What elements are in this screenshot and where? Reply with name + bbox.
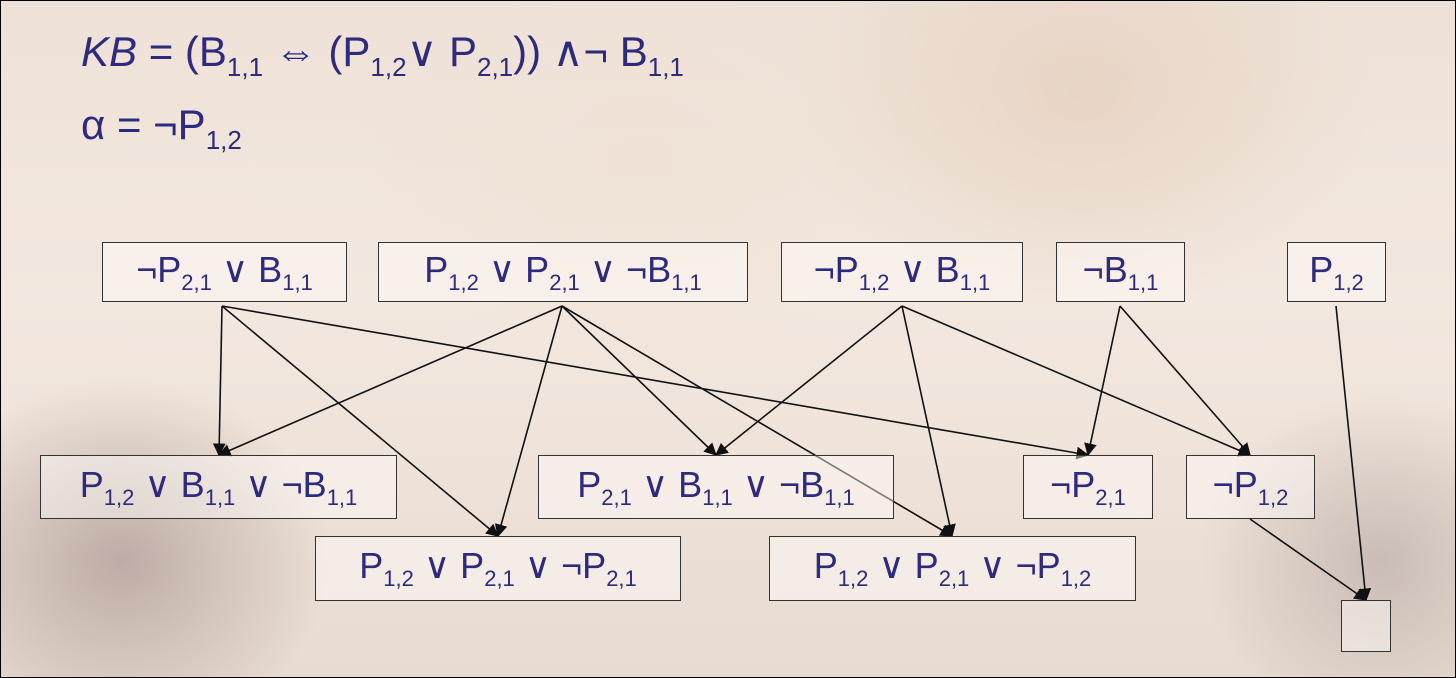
resolvent-not-p21: ¬P2,1 (1023, 455, 1153, 519)
clause-not-p12-or-b11: ¬P1,2 ∨ B1,1 (781, 242, 1023, 302)
resolvent-p12-or-p21-or-not-p21: P1,2 ∨ P2,1 ∨ ¬P2,1 (315, 536, 681, 601)
clause-text: ¬P1,2 (1212, 463, 1289, 510)
clause-text: ¬P2,1 ∨ B1,1 (136, 248, 313, 295)
clause-text: P1,2 ∨ P2,1 ∨ ¬P2,1 (359, 545, 637, 591)
edge-c1-to-r3 (221, 305, 1090, 460)
edge-c2-to-r2 (561, 305, 717, 456)
edge-r4-to-empty (1249, 518, 1368, 601)
empty-clause (1341, 600, 1391, 652)
resolvent-p12-or-p21-or-not-p12: P1,2 ∨ P2,1 ∨ ¬P1,2 (769, 536, 1136, 601)
edge-c1-to-r1 (212, 305, 226, 457)
alpha-formula: α = ¬P1,2 (81, 101, 242, 155)
edge-c4-to-r3 (1084, 305, 1121, 457)
clause-text: ¬P2,1 (1050, 463, 1126, 510)
edge-c2-to-r1 (217, 305, 563, 457)
clause-text: P1,2 (1309, 248, 1364, 295)
clause-text: P1,2 ∨ P2,1 ∨ ¬P1,2 (813, 545, 1092, 591)
resolvent-p12-or-b11-or-not-b11: P1,2 ∨ B1,1 ∨ ¬B1,1 (40, 455, 397, 519)
kb-formula-body: = (B1,1 ⇔ (P1,2∨ P2,1)) ∧¬ B1,1 (148, 28, 684, 82)
clause-text: P2,1 ∨ B1,1 ∨ ¬B1,1 (577, 463, 855, 510)
clause-text: P1,2 ∨ B1,1 ∨ ¬B1,1 (79, 463, 358, 510)
clause-not-p21-or-b11: ¬P2,1 ∨ B1,1 (102, 242, 347, 302)
edge-c4-to-r4 (1119, 305, 1251, 456)
clause-p12: P1,2 (1287, 242, 1386, 302)
clause-p12-or-p21-or-not-b11: P1,2 ∨ P2,1 ∨ ¬B1,1 (378, 242, 748, 302)
clause-not-b11: ¬B1,1 (1056, 242, 1185, 302)
edge-c3-to-r2 (715, 305, 903, 456)
edge-c3-to-r6 (901, 305, 956, 538)
resolvent-p21-or-b11-or-not-b11: P2,1 ∨ B1,1 ∨ ¬B1,1 (538, 455, 894, 519)
edge-c5-to-empty (1335, 305, 1372, 602)
kb-label: KB (81, 28, 138, 75)
clause-text: P1,2 ∨ P2,1 ∨ ¬B1,1 (424, 248, 702, 295)
resolvent-not-p12: ¬P1,2 (1186, 455, 1315, 519)
clause-text: ¬P1,2 ∨ B1,1 (813, 248, 991, 295)
kb-formula: KB = (B1,1 ⇔ (P1,2∨ P2,1)) ∧¬ B1,1 (81, 27, 684, 83)
clause-text: ¬B1,1 (1082, 248, 1159, 295)
edge-c3-to-r4 (901, 305, 1252, 457)
